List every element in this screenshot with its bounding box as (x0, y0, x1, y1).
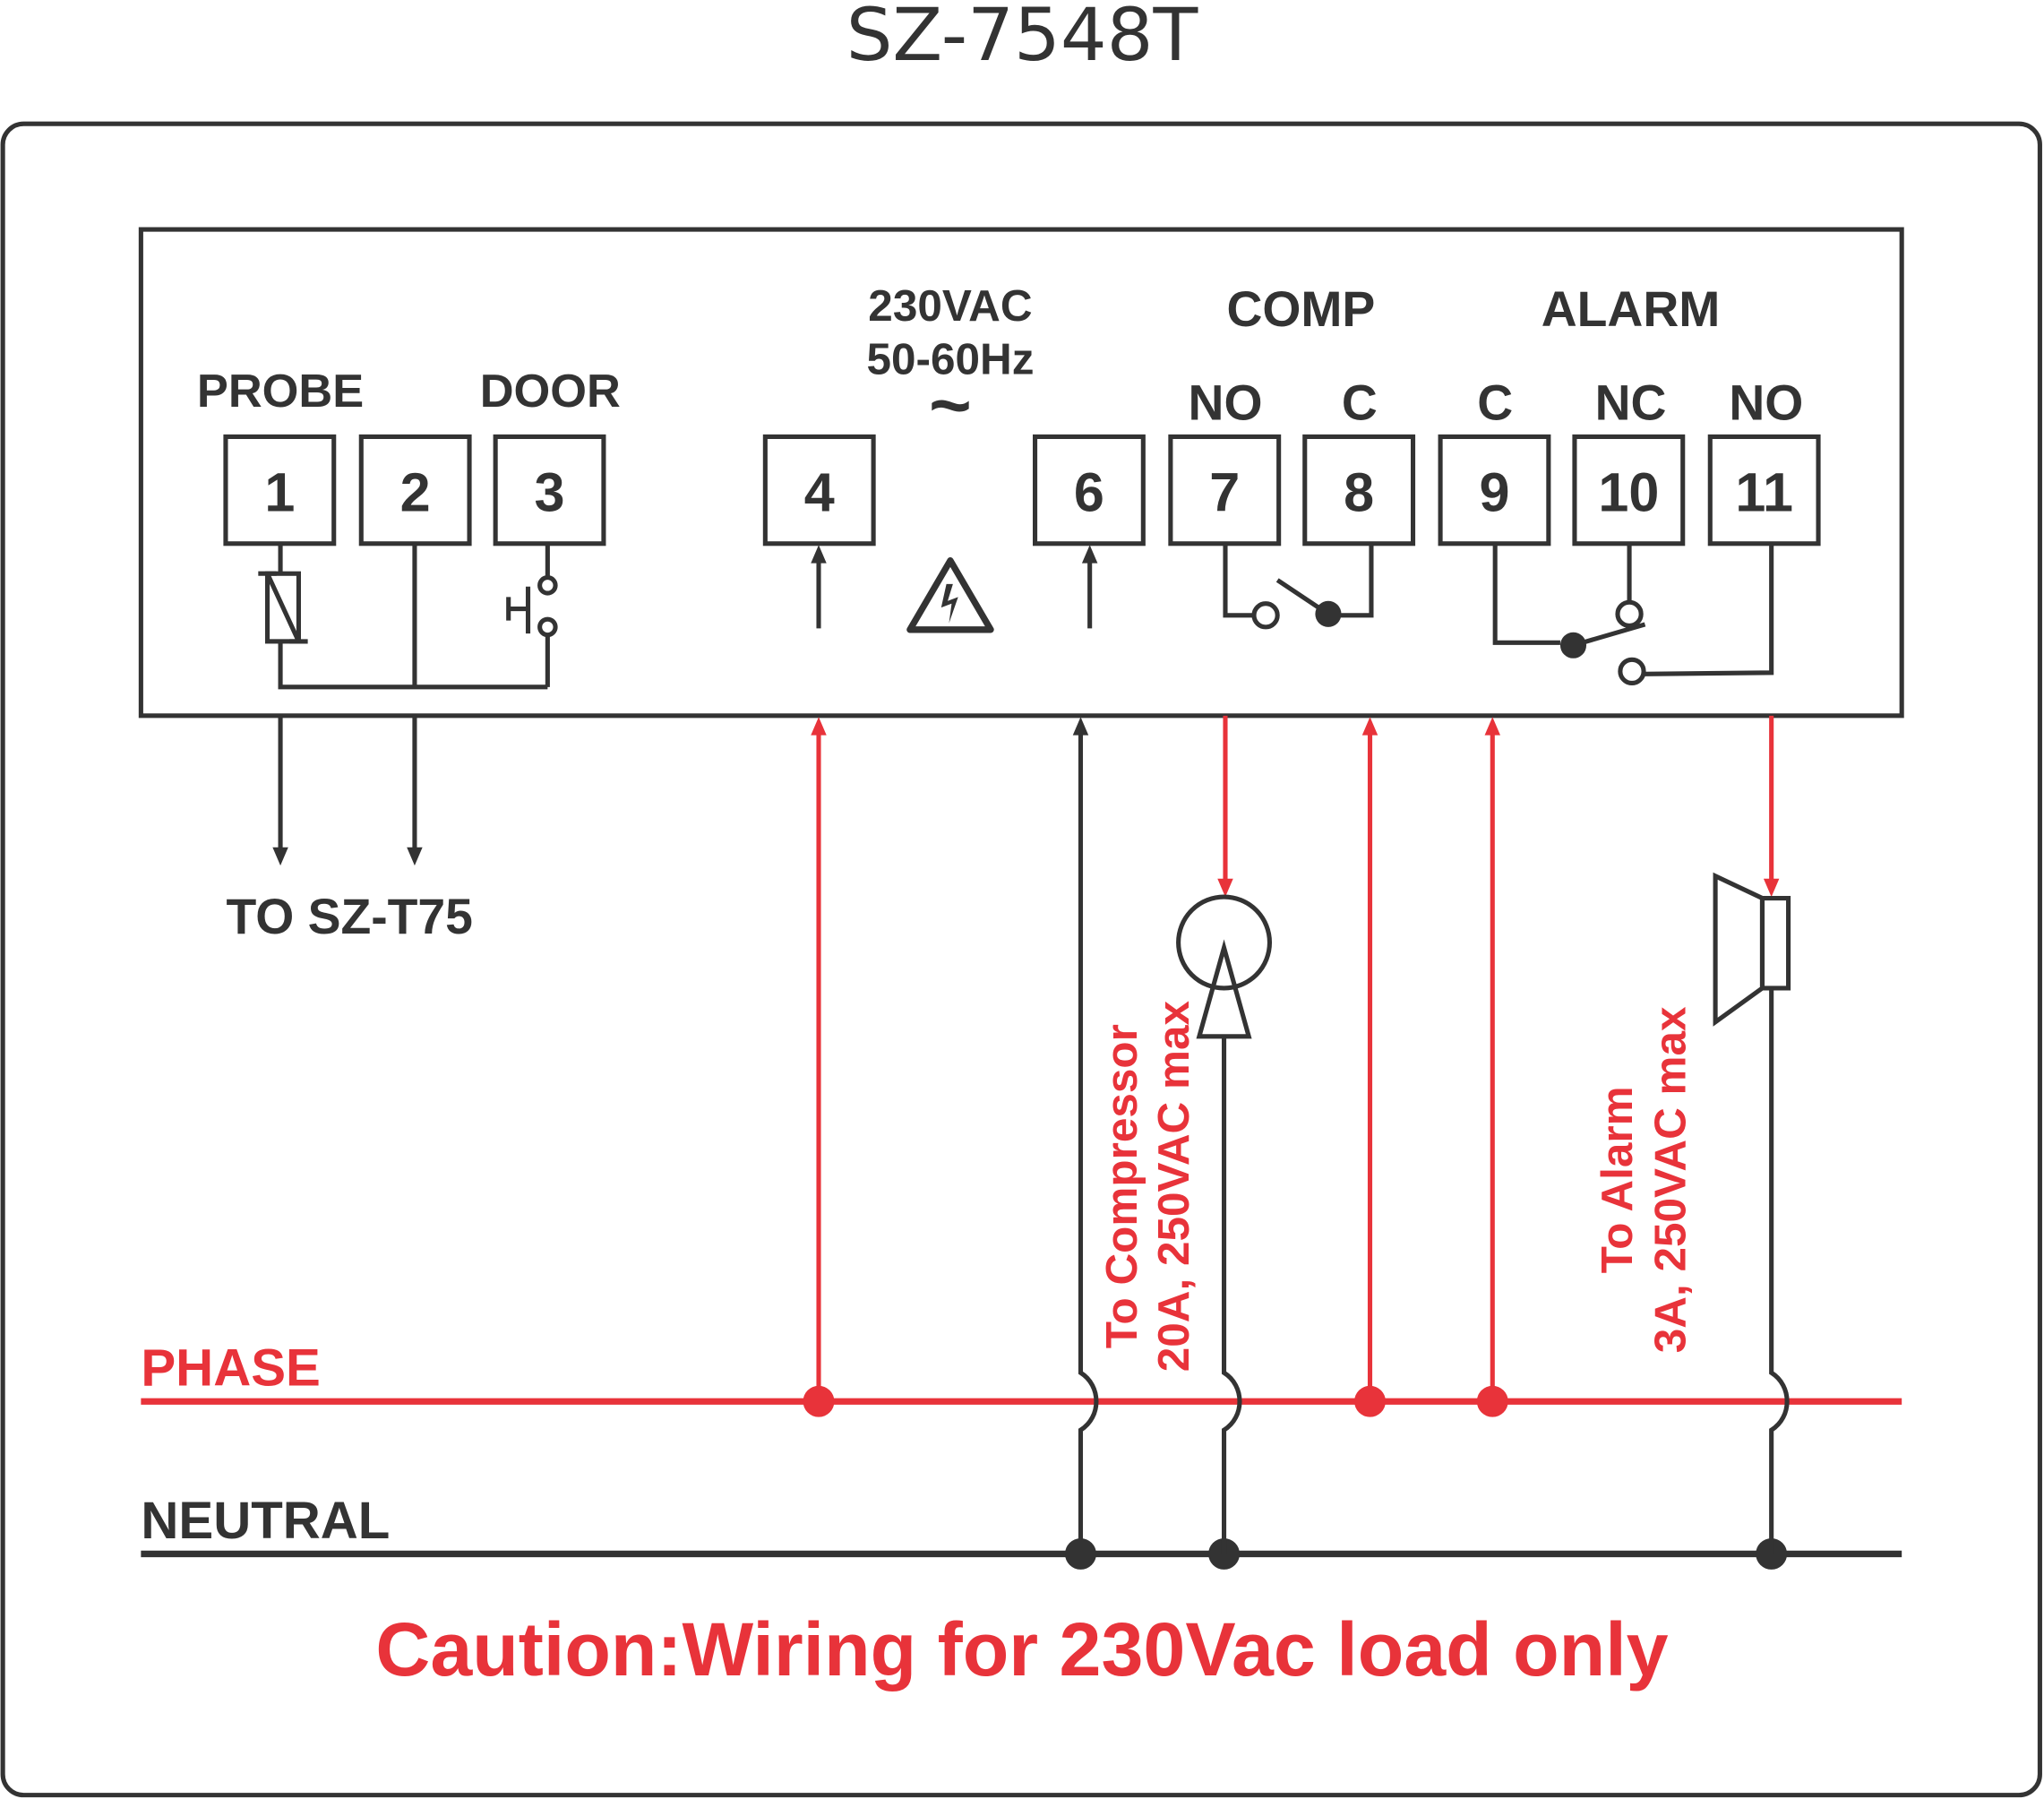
terminal-number: 7 (1209, 461, 1240, 522)
label-compressor-line2: 20A, 250VAC max (1149, 1000, 1198, 1372)
door-switch-icon (537, 575, 558, 596)
terminal-box (1438, 434, 1551, 547)
terminal-number: 1 (264, 461, 295, 522)
label-comp: COMP (1226, 281, 1375, 337)
comp-relay-icon (1223, 543, 1374, 630)
controller-outline (0, 121, 2042, 1798)
high-voltage-warning-icon (906, 557, 994, 633)
terminal-number: 6 (1074, 461, 1104, 522)
terminal-number: 11 (1735, 461, 1793, 522)
label-alarm: ALARM (1542, 281, 1721, 337)
terminal-10: 10 (1572, 434, 1686, 547)
compressor-icon (1176, 894, 1273, 1554)
label-voltage: 230VAC (868, 281, 1032, 331)
terminal-number: 3 (535, 461, 565, 522)
label-alarm-c: C (1477, 375, 1513, 431)
terminal-number: 9 (1479, 461, 1509, 522)
alarm-relay-icon (1492, 543, 1774, 686)
terminal-1: 1 (223, 434, 337, 547)
terminal-box (1168, 434, 1282, 547)
terminal-number: 4 (804, 461, 835, 522)
terminal-6: 6 (1033, 434, 1146, 547)
terminal-box (1302, 434, 1416, 547)
label-probe: PROBE (197, 366, 364, 417)
label-alarm-line2: 3A, 250VAC max (1646, 1006, 1696, 1353)
label-frequency: 50-60Hz (866, 335, 1034, 384)
terminal-number: 10 (1598, 461, 1659, 522)
probe-door-wiring (258, 543, 558, 866)
label-alarm-line1: To Alarm (1593, 1086, 1642, 1273)
label-compressor-line1: To Compressor (1097, 1024, 1147, 1348)
label-to-sensor: TO SZ-T75 (226, 889, 472, 944)
diagram-title: SZ-7548T (846, 0, 1198, 78)
label-phase: PHASE (141, 1339, 320, 1398)
label-alarm-nc: NC (1595, 375, 1667, 431)
label-comp-c: C (1342, 375, 1378, 431)
caution-text: Caution:Wiring for 230Vac load only (375, 1607, 1668, 1691)
thermistor-icon (264, 571, 301, 644)
terminal-number: 2 (400, 461, 431, 522)
label-door: DOOR (480, 366, 621, 417)
label-alarm-no: NO (1729, 375, 1803, 431)
terminal-box (493, 434, 606, 547)
terminal-2: 2 (358, 434, 472, 547)
terminal-4: 4 (762, 434, 876, 547)
label-neutral: NEUTRAL (141, 1492, 390, 1550)
label-comp-no: NO (1189, 375, 1263, 431)
terminal-9: 9 (1438, 434, 1551, 547)
terminal-11: 11 (1707, 434, 1821, 547)
terminal-7: 7 (1168, 434, 1282, 547)
alarm-speaker-icon (1713, 872, 1791, 1554)
terminal-panel (138, 227, 1904, 719)
terminal-3: 3 (493, 434, 606, 547)
terminal-number: 8 (1344, 461, 1374, 522)
ac-symbol: ~ (929, 365, 972, 446)
supply-wiring (803, 715, 1788, 1570)
terminal-box (1033, 434, 1146, 547)
terminal-8: 8 (1302, 434, 1416, 547)
terminal-box (1707, 434, 1821, 547)
terminal-box (358, 434, 472, 547)
terminal-box (762, 434, 876, 547)
